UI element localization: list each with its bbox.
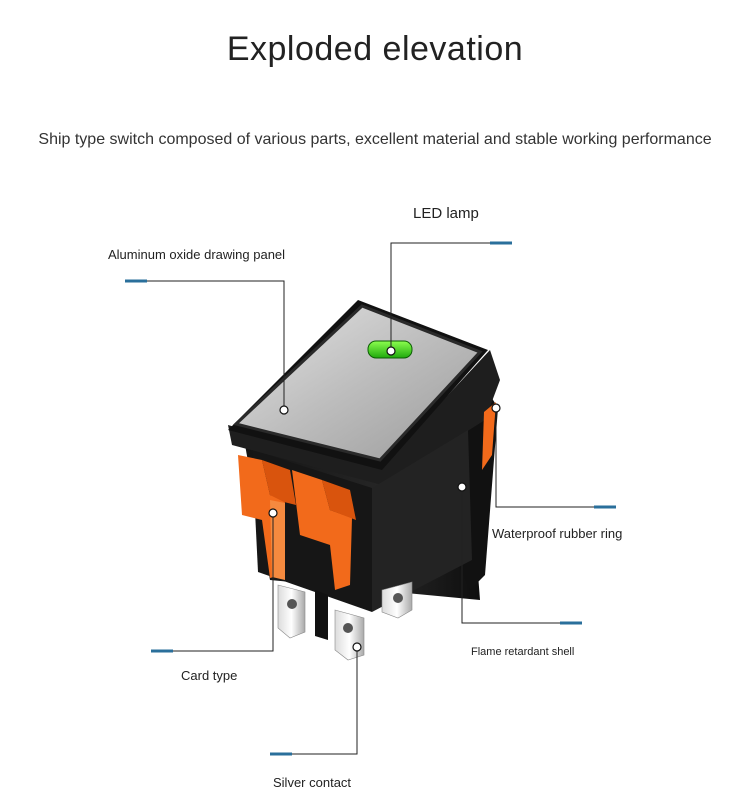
anchor-points <box>268 346 501 652</box>
terminals <box>277 581 413 661</box>
accent-dashes <box>125 241 616 756</box>
callout-silver-contact: Silver contact <box>273 775 352 790</box>
callout-card-type: Card type <box>181 668 238 683</box>
callout-rubber-ring: Waterproof rubber ring <box>492 526 623 541</box>
page-subtitle: Ship type switch composed of various par… <box>38 131 712 148</box>
callout-led-lamp: LED lamp <box>413 205 479 222</box>
leader-lines <box>125 242 616 755</box>
callout-panel: Aluminum oxide drawing panel <box>108 247 286 262</box>
page-title: Exploded elevation <box>226 30 524 68</box>
aluminum-panel <box>228 300 488 470</box>
callout-flame-shell: Flame retardant shell <box>471 646 575 658</box>
